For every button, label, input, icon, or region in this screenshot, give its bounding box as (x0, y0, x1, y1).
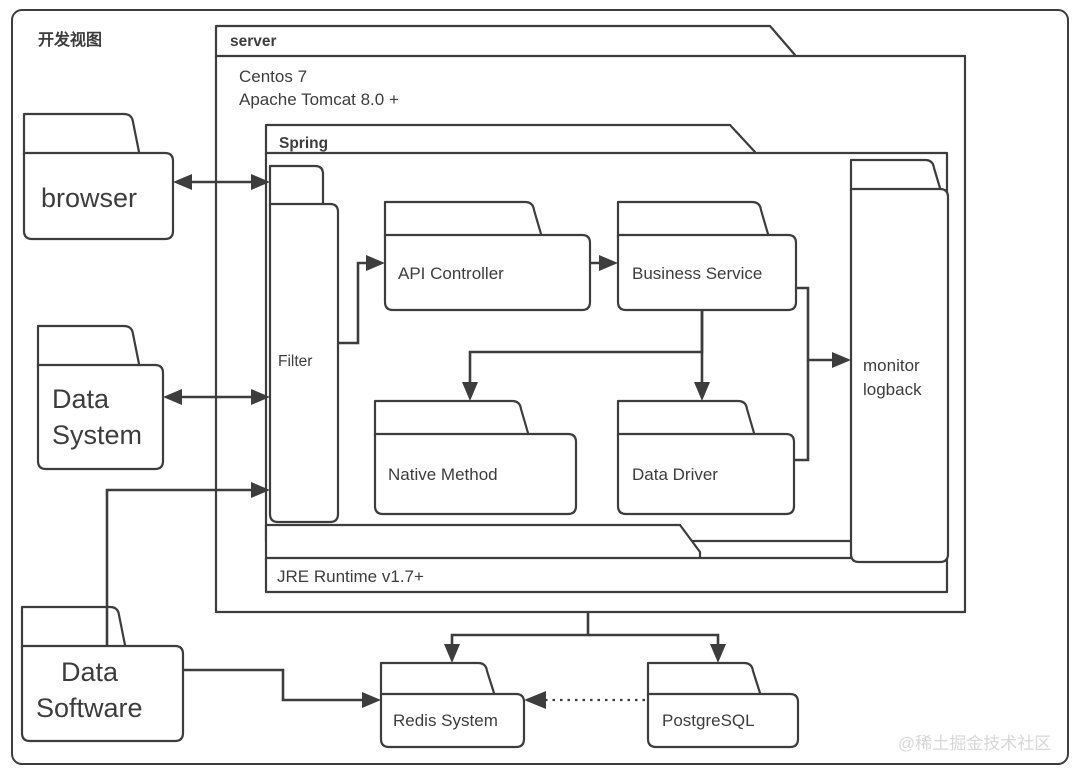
connector-datasoftware-filter (105, 482, 270, 646)
monitor-node-line2: logback (863, 380, 922, 399)
api-controller-node-label: API Controller (398, 264, 504, 283)
monitor-node-body (849, 187, 950, 564)
jre-runtime-body (264, 556, 949, 594)
browser-node-label: browser (41, 183, 137, 213)
business-service-node-label: Business Service (632, 264, 762, 283)
data-system-node-line2: System (52, 420, 142, 450)
native-method-node-tab (373, 399, 530, 438)
data-driver-node-label: Data Driver (632, 465, 718, 484)
data-software-node-line1: Data (61, 657, 119, 687)
connector-datadriver-monitor (794, 360, 810, 462)
monitor-node-line1: monitor (863, 356, 920, 375)
redis-node-body (379, 692, 526, 749)
redis-node-label: Redis System (393, 711, 498, 730)
browser-node-body (22, 151, 175, 241)
data-system-node-body (36, 363, 165, 471)
browser-node-tab (22, 112, 141, 157)
postgresql-node-tab (646, 661, 762, 698)
data-system-node-line1: Data (52, 384, 110, 414)
connector-apicontroller-businessservice (590, 255, 618, 271)
redis-node-tab (379, 661, 496, 698)
connector-server-datastores (444, 612, 726, 663)
data-system-node-tab (36, 324, 141, 369)
data-software-node-line2: Software (36, 693, 143, 723)
connector-postgresql-redis (524, 691, 645, 709)
connector-datasoftware-redis (183, 668, 381, 708)
data-driver-node-tab (616, 399, 756, 438)
server-line-2: Apache Tomcat 8.0 + (239, 90, 399, 109)
server-tab-label: server (230, 33, 277, 50)
connector-filter-apicontroller (338, 255, 385, 345)
native-method-node-label: Native Method (388, 465, 498, 484)
filter-node-body (268, 202, 340, 524)
connector-browser-filter (173, 174, 270, 190)
postgresql-node-body (646, 692, 800, 749)
api-controller-node-body (383, 233, 592, 312)
native-method-node-body (373, 432, 578, 516)
server-tab (214, 24, 797, 60)
connector-businessservice-monitor (796, 286, 851, 368)
api-controller-node-tab (383, 200, 543, 239)
connector-businessservice-datadriver (694, 310, 710, 401)
business-service-node-tab (616, 200, 770, 239)
jre-runtime-label: JRE Runtime v1.7+ (277, 567, 424, 586)
connector-datasystem-filter (163, 389, 270, 405)
monitor-node-tab (849, 158, 942, 193)
business-service-node-body (616, 233, 798, 312)
data-software-node-body (20, 644, 185, 743)
spring-tab (264, 123, 757, 157)
spring-tab-label: Spring (279, 135, 328, 152)
server-line-1: Centos 7 (239, 67, 307, 86)
filter-node-tab (268, 164, 325, 208)
filter-node-label: Filter (278, 353, 312, 370)
data-software-node-tab (20, 605, 127, 650)
data-driver-node-body (616, 432, 796, 516)
spring-body (264, 151, 949, 543)
jre-runtime-tab (264, 523, 702, 562)
dev-view-title: 开发视图 (38, 30, 102, 49)
postgresql-node-label: PostgreSQL (662, 711, 755, 730)
watermark-text: @稀土掘金技术社区 (898, 734, 1051, 753)
